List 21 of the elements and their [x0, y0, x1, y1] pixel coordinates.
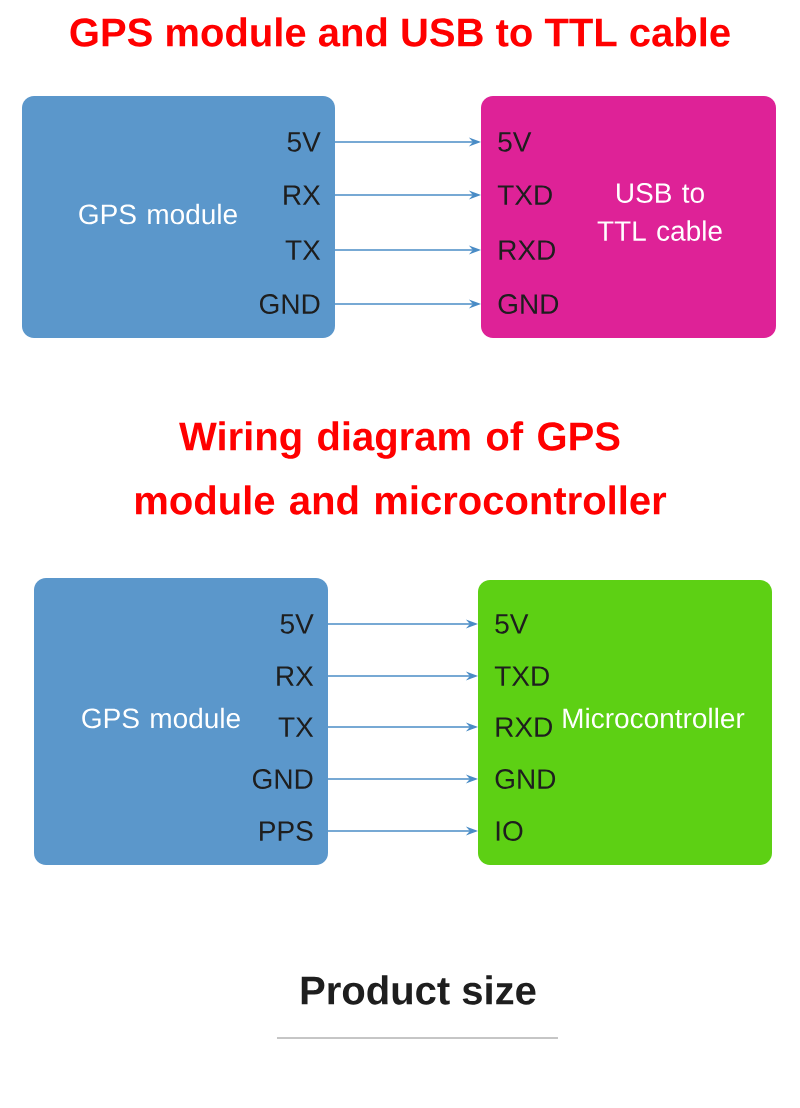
title: GPS module and USB to TTL cable — [70, 17, 730, 47]
pin-label: RXD — [499, 240, 555, 260]
pin-label: GND — [498, 294, 559, 314]
pin-label: GND — [495, 769, 556, 789]
heading: Wiring diagram of GPS module and microcontroller — [135, 421, 667, 515]
heading: Product size — [301, 975, 536, 1005]
pin-label: GND — [260, 294, 320, 314]
pin-label: RX — [277, 666, 314, 686]
pin-label: 5V — [498, 132, 532, 152]
pin-label: IO — [496, 821, 523, 841]
pin-label: 5V — [280, 614, 314, 634]
pin-label: PPS — [260, 821, 313, 841]
pin-label: RX — [284, 185, 321, 205]
pin-label: 5V — [495, 614, 529, 634]
pin-label: GND — [253, 769, 313, 789]
pin-label: RXD — [496, 717, 552, 737]
pin-label: TXD — [494, 666, 549, 686]
pin-label: TXD — [497, 185, 552, 205]
pin-label: TX — [285, 240, 321, 260]
pin-label: 5V — [287, 132, 321, 152]
pin-label: TX — [278, 717, 314, 737]
